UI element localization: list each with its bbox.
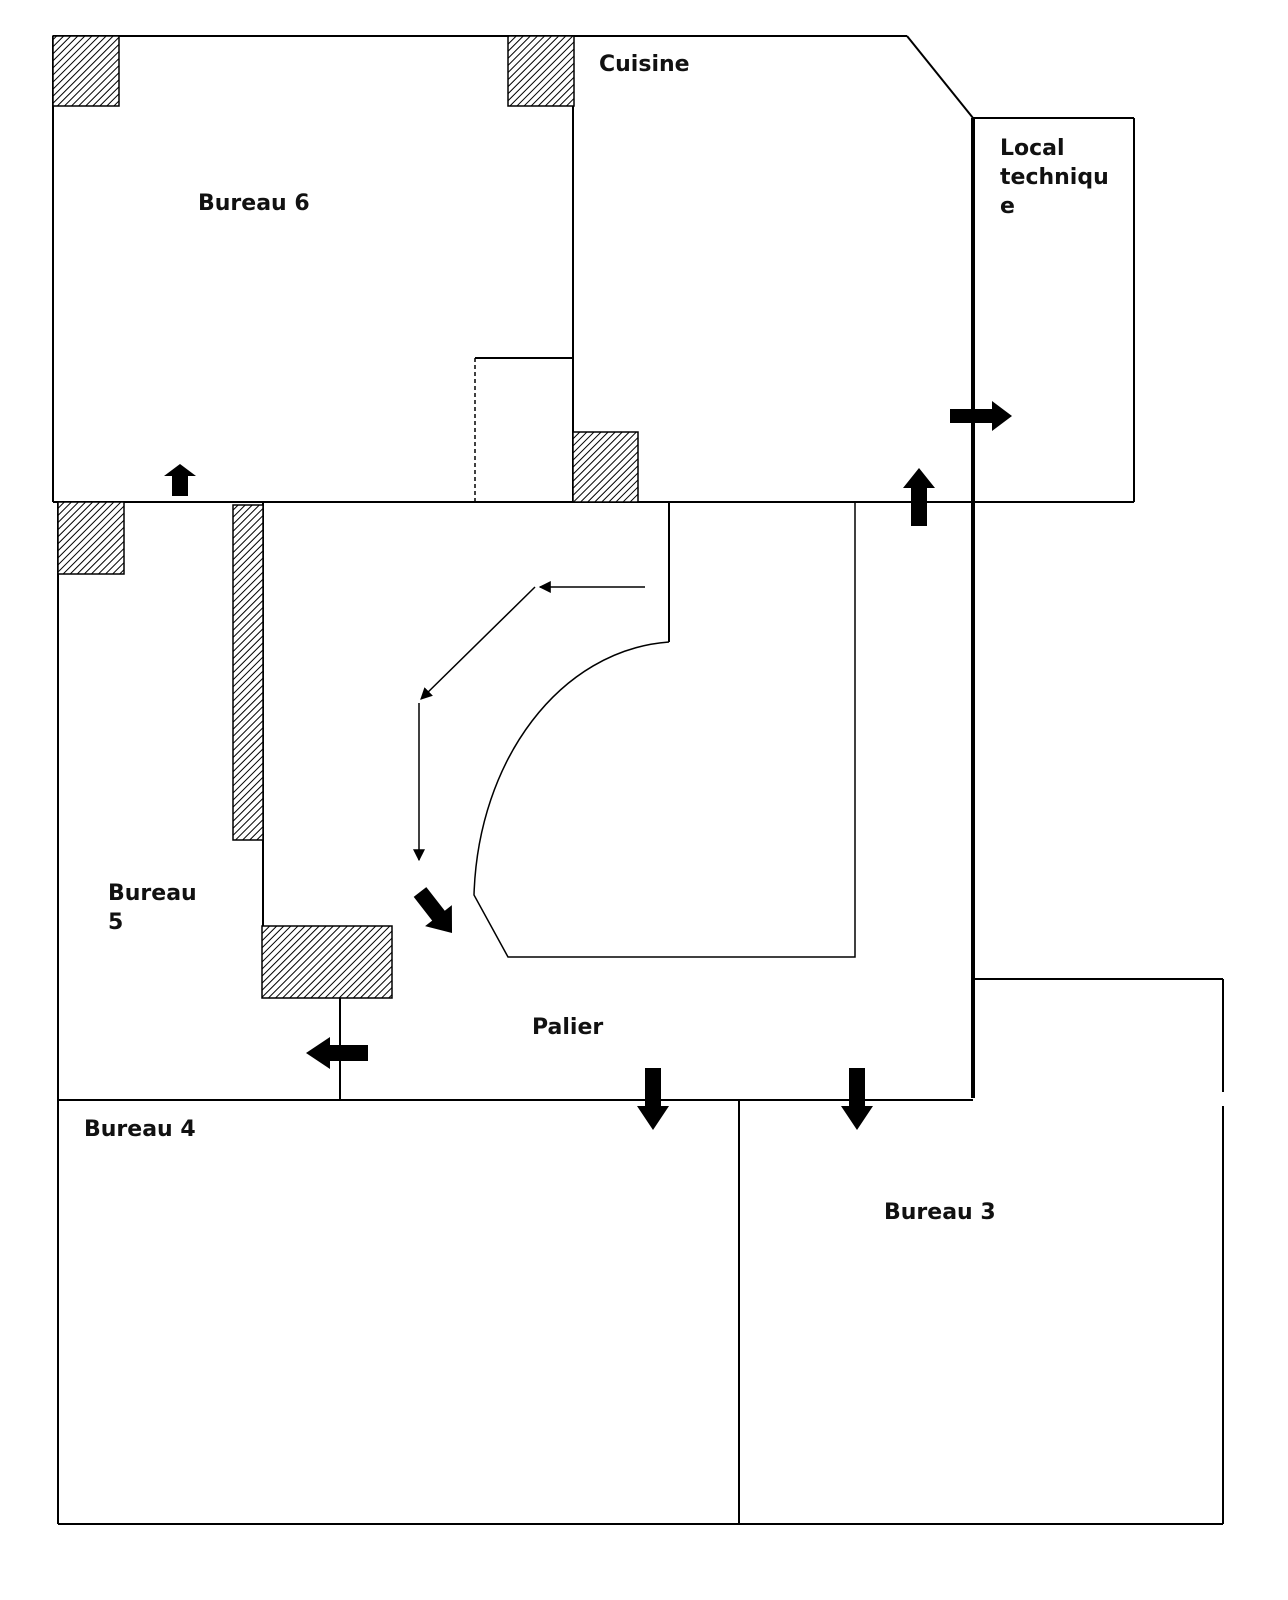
label-bureau-3: Bureau 3	[884, 1200, 996, 1225]
label-bureau-5-line2: 5	[108, 910, 123, 935]
pillar-palier-left	[261, 925, 393, 999]
arrow-right-icon	[950, 401, 1012, 431]
label-bureau-4: Bureau 4	[84, 1117, 196, 1142]
lower-walls	[57, 978, 1224, 1525]
exit-arrows	[164, 401, 1012, 1130]
arrow-down-right-icon	[413, 887, 453, 933]
stair-path-arrows	[413, 581, 645, 862]
upper-block-walls	[52, 35, 974, 503]
arrow-up-icon	[903, 468, 935, 526]
arrow-down-icon	[637, 1068, 669, 1130]
pillar-top-left	[52, 35, 120, 107]
pillar-cuisine-bottom	[572, 431, 639, 503]
middle-walls	[57, 502, 973, 1101]
pillar-bureau5-top	[57, 501, 125, 575]
label-palier: Palier	[532, 1015, 603, 1040]
room-labels: Bureau 6 Cuisine Local techniqu e Bureau…	[84, 52, 1109, 1225]
pillars	[52, 35, 639, 999]
pillar-long-vertical	[232, 504, 264, 841]
label-bureau-6: Bureau 6	[198, 191, 310, 216]
local-technique-walls	[971, 117, 1135, 1098]
label-local-technique-line1: Local	[1000, 136, 1065, 161]
label-cuisine: Cuisine	[599, 52, 690, 77]
arrow-up-icon	[164, 464, 196, 496]
label-local-technique-line3: e	[1000, 194, 1015, 219]
arrow-left-icon	[306, 1037, 368, 1069]
label-local-technique-line2: techniqu	[1000, 165, 1109, 190]
pillar-top-center	[507, 35, 575, 107]
label-bureau-5-line1: Bureau	[108, 881, 197, 906]
arrow-down-icon	[841, 1068, 873, 1130]
